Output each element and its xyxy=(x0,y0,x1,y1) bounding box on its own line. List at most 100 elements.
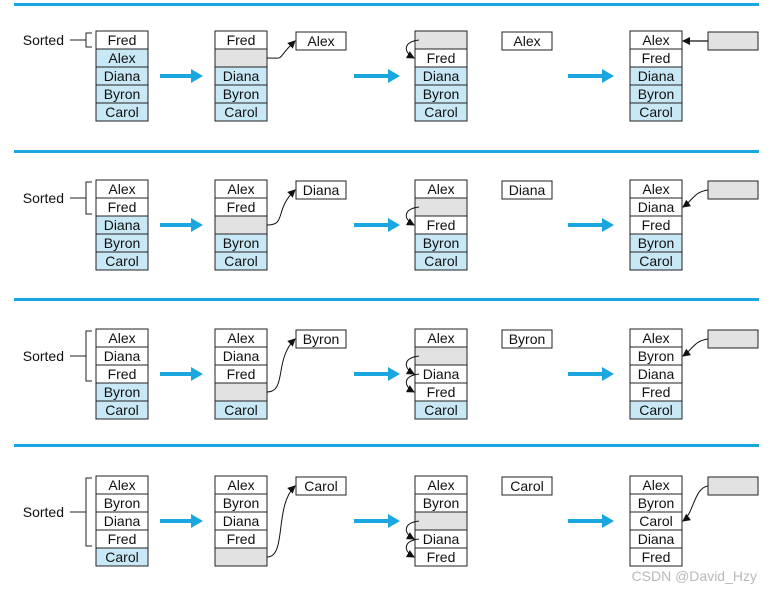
stage3-cell-box xyxy=(414,102,468,122)
step-arrow-2 xyxy=(354,69,400,83)
stage1-cell-text: Carol xyxy=(105,549,138,565)
stage4-cell-text: Byron xyxy=(638,495,675,511)
sorted-bracket xyxy=(70,330,92,382)
separator-rule-2 xyxy=(14,150,759,153)
empty-pivot-box xyxy=(707,476,759,496)
stage2-cell-text: Fred xyxy=(227,199,256,215)
pivot-box-waiting-box xyxy=(501,180,553,200)
stage1-cell-text: Alex xyxy=(108,181,135,197)
stage4-cell-text: Alex xyxy=(642,32,669,48)
stage1-cell-text: Fred xyxy=(108,32,137,48)
stage4-cell-text: Carol xyxy=(639,104,672,120)
stage2-cell-text: Byron xyxy=(223,235,260,251)
pivot-box-box xyxy=(295,31,347,51)
stage4-cell-text: Diana xyxy=(638,366,675,382)
stage2-cell-text: Alex xyxy=(227,477,254,493)
pass-row-3: SortedAlexDianaFredByronCarolAlexDianaFr… xyxy=(23,328,759,420)
pivot-box-waiting-text: Diana xyxy=(509,182,546,198)
stage1-cell-box xyxy=(95,547,149,567)
stage3-cell-box xyxy=(414,346,468,366)
stage4-cell-box xyxy=(629,251,683,271)
stage2-cell-text: Fred xyxy=(227,32,256,48)
stage3-cell-text: Diana xyxy=(423,68,460,84)
stage4-cell-text: Carol xyxy=(639,402,672,418)
sorted-label: Sorted xyxy=(23,504,64,520)
stage3-cell-text: Fred xyxy=(427,217,456,233)
step-arrow-2 xyxy=(354,367,400,381)
stage3-cell-text: Diana xyxy=(423,366,460,382)
stage2-cell-text: Carol xyxy=(224,104,257,120)
remove-arrow xyxy=(266,40,296,59)
stage2-cell-text: Diana xyxy=(223,513,260,529)
stage1-cell-text: Diana xyxy=(104,217,141,233)
stage4-cell-text: Alex xyxy=(642,181,669,197)
stage2-cell-text: Fred xyxy=(227,531,256,547)
remove-arrow xyxy=(266,485,296,558)
step-arrow-1 xyxy=(160,367,203,381)
stage3-cell-box xyxy=(414,251,468,271)
pivot-box-box xyxy=(295,180,347,200)
stage2-cell-text: Diana xyxy=(223,348,260,364)
pivot-box-box xyxy=(295,476,347,496)
sorted-bracket xyxy=(70,181,92,215)
stage3-cell-box xyxy=(414,511,468,531)
sorted-label: Sorted xyxy=(23,190,64,206)
stage4-cell-box xyxy=(629,102,683,122)
stage1-cell-text: Carol xyxy=(105,402,138,418)
separator-rule-1 xyxy=(14,3,759,6)
remove-arrow xyxy=(266,189,296,226)
step-arrow-1 xyxy=(160,218,203,232)
separator-rule-4 xyxy=(14,444,759,447)
stage4-cell-box xyxy=(629,400,683,420)
pivot-box-waiting-text: Alex xyxy=(513,33,540,49)
empty-pivot-box xyxy=(707,329,759,349)
sorted-label: Sorted xyxy=(23,32,64,48)
stage4-cell-text: Fred xyxy=(642,549,671,565)
stage1-cell-text: Diana xyxy=(104,348,141,364)
insert-arrow xyxy=(682,189,709,208)
step-arrow-2 xyxy=(354,218,400,232)
stage3-cell-box xyxy=(414,30,468,50)
stage4-cell-text: Diana xyxy=(638,199,675,215)
stage1-cell-text: Byron xyxy=(104,86,141,102)
stage4-cell-text: Alex xyxy=(642,330,669,346)
stage2-cell-text: Byron xyxy=(223,495,260,511)
stage3-cell-text: Alex xyxy=(427,477,454,493)
stage2-cell-box xyxy=(214,547,268,567)
stage4-cell-text: Byron xyxy=(638,348,675,364)
shift-arrow xyxy=(405,373,420,393)
stage2-cell-text: Fred xyxy=(227,366,256,382)
stage1-cell-text: Carol xyxy=(105,104,138,120)
stage1-cell-text: Alex xyxy=(108,477,135,493)
empty-pivot-box xyxy=(707,180,759,200)
pivot-box-text: Diana xyxy=(303,182,340,198)
pivot-box-waiting-box xyxy=(501,329,553,349)
step-arrow-3 xyxy=(568,367,614,381)
stage3-cell-box xyxy=(414,197,468,217)
sorted-label: Sorted xyxy=(23,348,64,364)
pivot-box-text: Byron xyxy=(303,331,340,347)
pivot-box-waiting-text: Byron xyxy=(509,331,546,347)
stage1-cell-text: Fred xyxy=(108,199,137,215)
stage2-cell-text: Carol xyxy=(224,253,257,269)
stage4-cell-text: Byron xyxy=(638,235,675,251)
step-arrow-3 xyxy=(568,69,614,83)
stage3-cell-text: Byron xyxy=(423,495,460,511)
stage1-cell-text: Alex xyxy=(108,50,135,66)
stage1-cell-text: Byron xyxy=(104,495,141,511)
stage2-cell-box xyxy=(214,215,268,235)
stage4-cell-text: Carol xyxy=(639,253,672,269)
stage1-cell-box xyxy=(95,400,149,420)
pivot-box-waiting-text: Carol xyxy=(510,478,543,494)
stage3-cell-box xyxy=(414,400,468,420)
stage4-cell-text: Fred xyxy=(642,50,671,66)
step-arrow-2 xyxy=(354,514,400,528)
stage3-cell-text: Fred xyxy=(427,549,456,565)
pivot-box-waiting-box xyxy=(501,476,553,496)
stage2-cell-box xyxy=(214,382,268,402)
stage1-cell-box xyxy=(95,251,149,271)
stage2-cell-text: Alex xyxy=(227,181,254,197)
stage2-cell-text: Carol xyxy=(224,402,257,418)
